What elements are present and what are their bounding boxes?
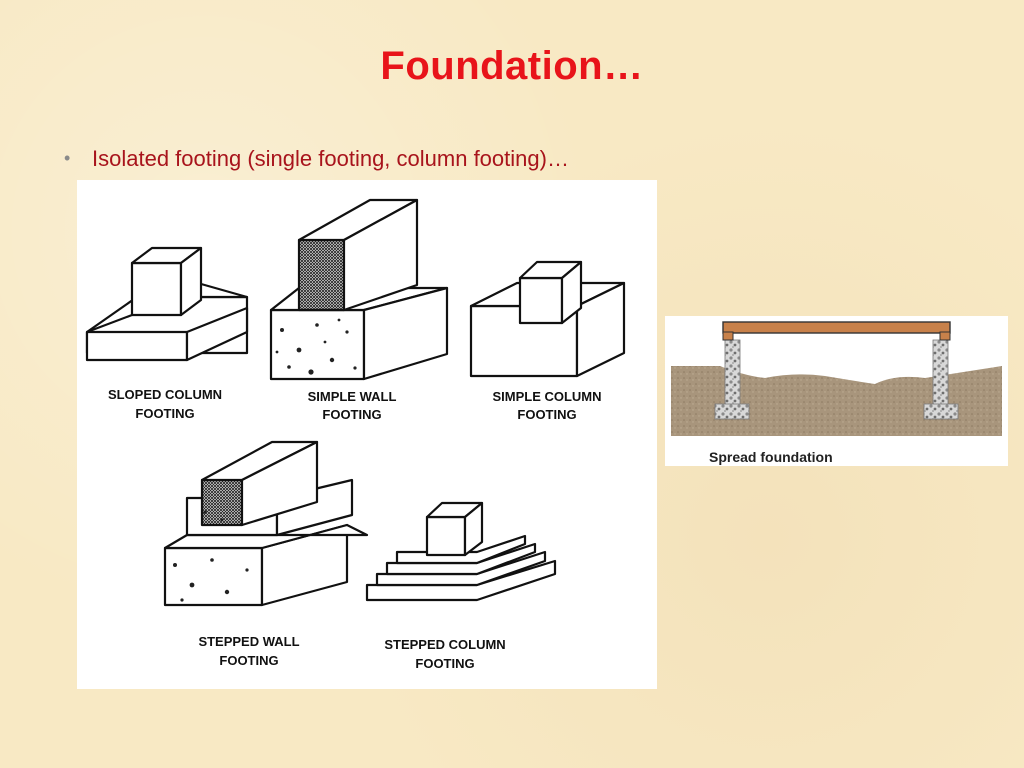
spread-foundation-diagram: Spread foundation xyxy=(665,316,1008,466)
label-simple-wall-2: FOOTING xyxy=(322,407,381,422)
label-sloped-column-2: FOOTING xyxy=(135,406,194,421)
stepped-column-footing xyxy=(365,501,557,602)
label-simple-column-2: FOOTING xyxy=(517,407,576,422)
left-pier xyxy=(724,339,741,407)
bullet-text: Isolated footing (single footing, column… xyxy=(92,146,569,171)
spread-foundation-caption: Spread foundation xyxy=(709,449,833,465)
simple-column-footing xyxy=(469,260,626,378)
floor-beam xyxy=(722,321,951,334)
stepped-wall-footing xyxy=(163,440,369,607)
label-stepped-wall-2: FOOTING xyxy=(219,653,278,668)
footing-types-svg: SLOPED COLUMN FOOTING SIMPLE WALL FOOTIN… xyxy=(85,198,626,671)
label-simple-wall-1: SIMPLE WALL xyxy=(308,389,397,404)
spread-foundation-svg: Spread foundation xyxy=(671,321,1002,465)
label-sloped-column-1: SLOPED COLUMN xyxy=(108,387,222,402)
soil-ground xyxy=(671,366,1002,436)
simple-wall-footing xyxy=(269,198,449,381)
right-footing-pad xyxy=(923,403,959,420)
left-footing-pad xyxy=(714,403,750,420)
footing-types-diagram: SLOPED COLUMN FOOTING SIMPLE WALL FOOTIN… xyxy=(77,180,657,689)
slide-title: Foundation… xyxy=(380,44,644,88)
label-stepped-column-1: STEPPED COLUMN xyxy=(384,637,505,652)
label-stepped-column-2: FOOTING xyxy=(415,656,474,671)
sloped-column-footing xyxy=(85,246,249,362)
label-stepped-wall-1: STEPPED WALL xyxy=(198,634,299,649)
bullet-item: • Isolated footing (single footing, colum… xyxy=(64,146,569,172)
right-pier xyxy=(932,339,949,407)
bullet-dot-icon: • xyxy=(64,148,71,168)
label-simple-column-1: SIMPLE COLUMN xyxy=(492,389,601,404)
